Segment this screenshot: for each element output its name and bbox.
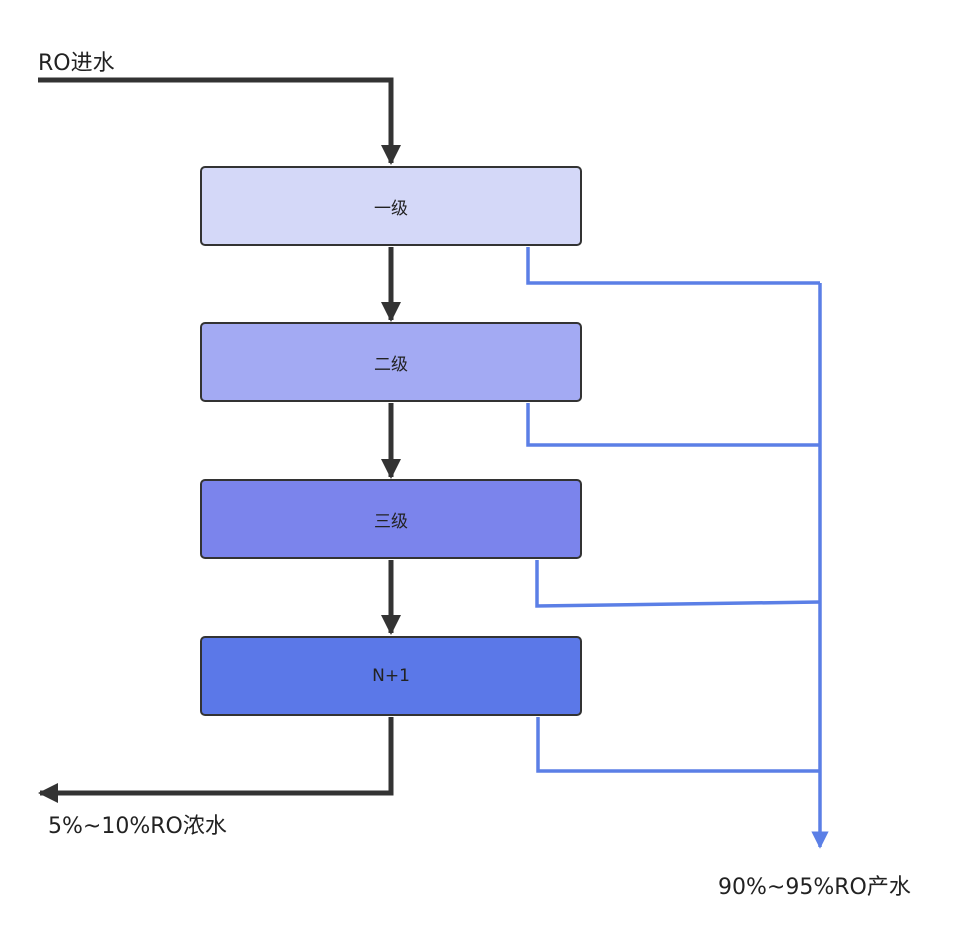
concentrate-flow-arrow xyxy=(38,717,394,803)
stage-2-box: 二级 xyxy=(200,322,582,402)
permeate-branch-stage1 xyxy=(526,247,820,285)
stage-n-plus-1-box: N+1 xyxy=(200,636,582,716)
concentrate-label: 5%~10%RO浓水 xyxy=(48,814,227,839)
permeate-branch-stage2 xyxy=(526,403,820,447)
permeate-label: 90%~95%RO产水 xyxy=(718,875,911,900)
inlet-flow-arrow xyxy=(38,77,401,165)
inlet-label: RO进水 xyxy=(38,51,115,76)
permeate-branch-stage3 xyxy=(535,560,821,608)
stage-1-box: 一级 xyxy=(200,166,582,246)
stage-3-box: 三级 xyxy=(200,479,582,559)
permeate-branch-stage4 xyxy=(536,717,820,773)
